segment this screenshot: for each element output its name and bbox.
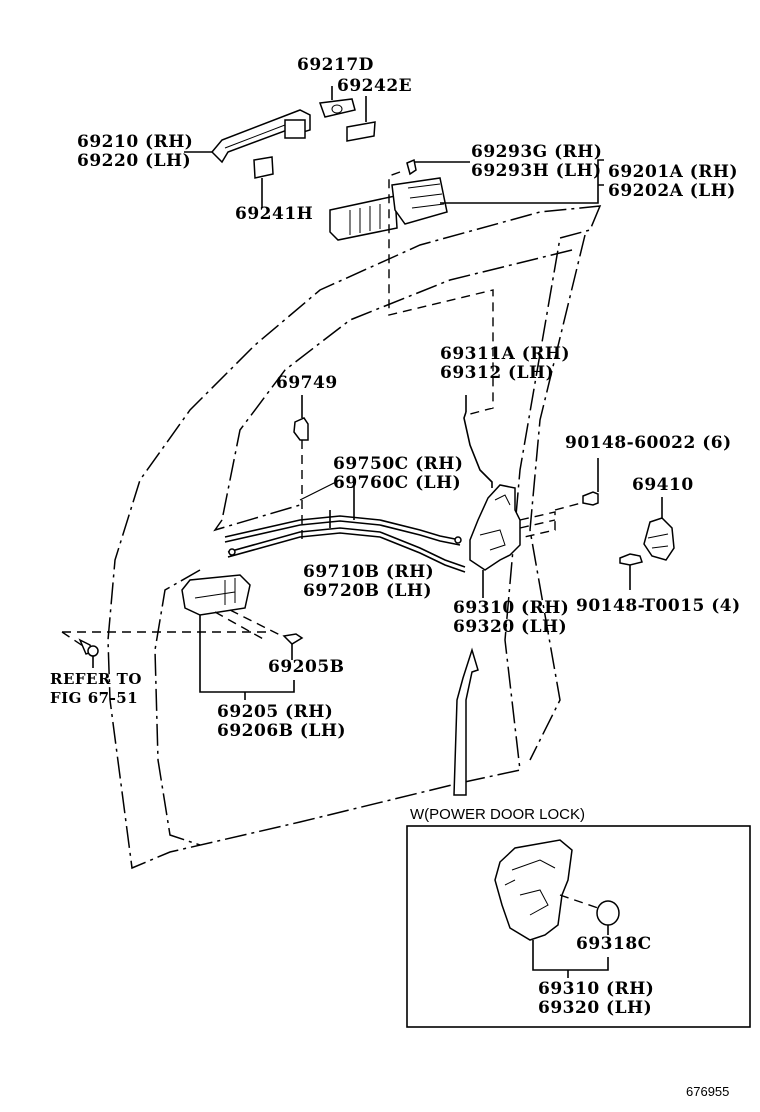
- callout-inside-handle: 69205 (RH) 69206B (LH): [217, 702, 347, 741]
- outside-handle-drawing: [210, 98, 376, 179]
- callout-inset-lock-cap: 69318C: [576, 934, 652, 954]
- callout-frame-clip: 69293G (RH) 69293H (LH): [471, 142, 603, 181]
- callout-handle-pad-front: 69242E: [337, 76, 413, 96]
- inset-box: [406, 825, 751, 1028]
- callout-bezel-clip: 69205B: [268, 657, 345, 677]
- cable-clamp-drawing: [293, 395, 309, 540]
- cables-drawing: [224, 479, 466, 573]
- lock-screw-drawing: [582, 458, 599, 506]
- callout-striker: 69410: [632, 475, 694, 495]
- door-lock-drawing: [469, 484, 586, 598]
- door-outline: [107, 205, 602, 870]
- inside-handle-drawing: [62, 574, 304, 700]
- striker-drawing: [619, 497, 675, 590]
- callout-outside-handle-frame: 69201A (RH) 69202A (LH): [608, 162, 739, 201]
- callout-open-cable: 69710B (RH) 69720B (LH): [303, 562, 435, 601]
- outside-handle-frame-drawing: [329, 158, 448, 241]
- callout-lock-cable: 69750C (RH) 69760C (LH): [333, 454, 464, 493]
- callout-inset-door-lock-assy: 69310 (RH) 69320 (LH): [538, 979, 655, 1018]
- callout-lock-screw: 90148-60022 (6): [565, 433, 732, 453]
- callout-handle-cover: 69217D: [297, 55, 374, 75]
- callout-refer-note: REFER TO FIG 67-51: [50, 670, 142, 707]
- callout-cable-clamp: 69749: [276, 373, 338, 393]
- refer-screw-drawing: [61, 631, 99, 668]
- leader-lines-top: [184, 86, 604, 208]
- inset-arrow: [453, 647, 479, 796]
- callout-striker-screw: 90148-T0015 (4): [576, 596, 741, 616]
- callout-handle-pad-rear: 69241H: [235, 204, 314, 224]
- callout-lock-rod: 69311A (RH) 69312 (LH): [440, 344, 571, 383]
- callout-door-lock-assy: 69310 (RH) 69320 (LH): [453, 598, 570, 637]
- inset-title: W(POWER DOOR LOCK): [410, 806, 585, 823]
- callout-outside-handle: 69210 (RH) 69220 (LH): [77, 132, 194, 171]
- inset-door-lock-drawing: [494, 839, 620, 978]
- figure-number: 676955: [686, 1084, 730, 1099]
